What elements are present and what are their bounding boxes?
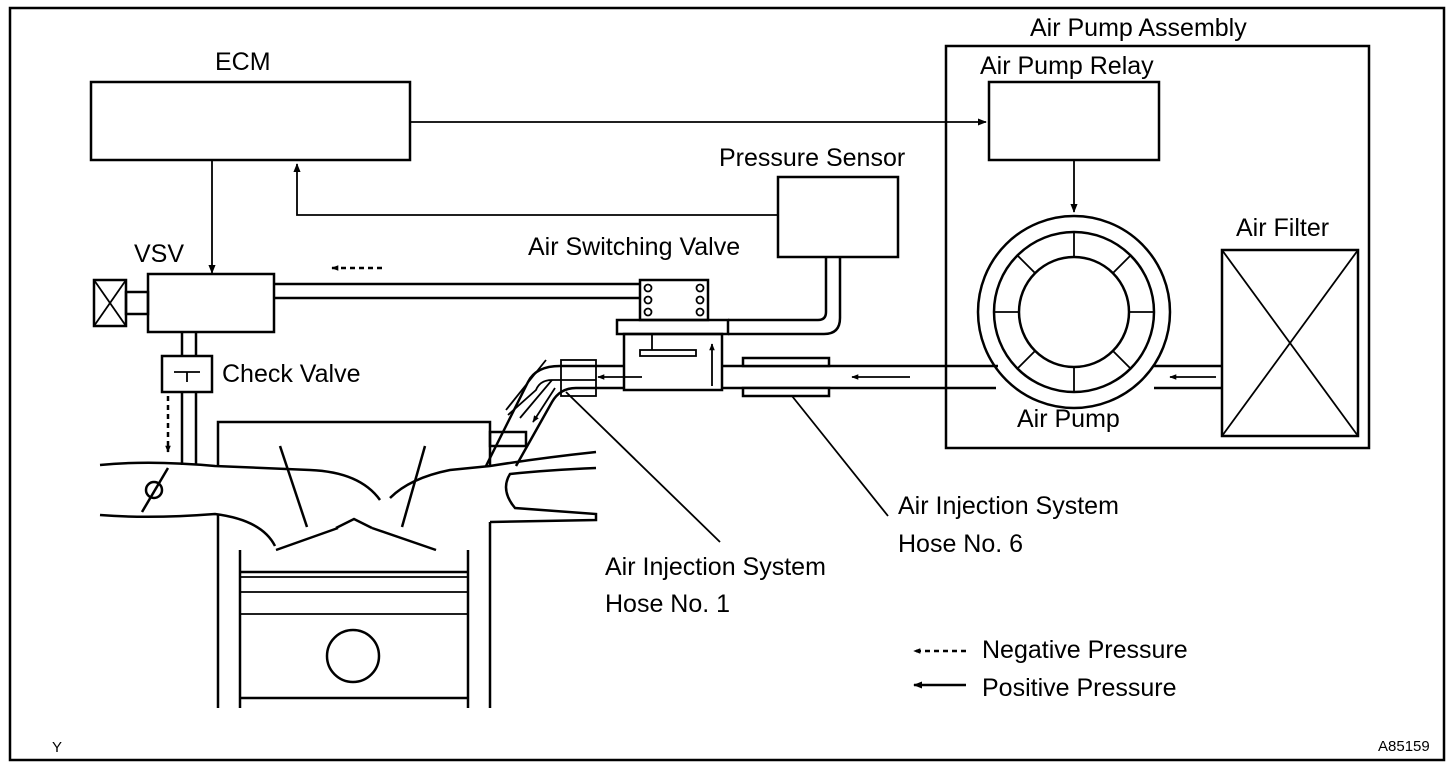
air-injection-hose-1 — [484, 359, 642, 467]
air-switching-valve — [615, 278, 730, 392]
outer-frame — [8, 6, 1446, 762]
pressure-sensor-box — [776, 175, 900, 259]
vsv-box — [92, 272, 276, 334]
air-pump-assembly-label: Air Pump Assembly — [1030, 14, 1247, 42]
air-switching-valve-label: Air Switching Valve — [528, 233, 740, 261]
air-filter-box — [1220, 248, 1360, 438]
ecm-box — [89, 80, 412, 162]
hose-6-label-line2: Hose No. 6 — [898, 530, 1023, 558]
ecm-label: ECM — [215, 48, 271, 76]
air-pump-wheel — [976, 214, 1172, 410]
vsv-label: VSV — [134, 240, 184, 268]
air-pump-relay-label: Air Pump Relay — [980, 52, 1154, 80]
legend: Negative Pressure Positive Pressure — [913, 636, 1188, 702]
air-filter-label: Air Filter — [1236, 214, 1329, 242]
check-valve-label: Check Valve — [222, 360, 361, 388]
sensor-to-ecm-line — [293, 163, 778, 216]
piston — [240, 570, 468, 700]
hose-1-leader — [565, 391, 721, 543]
filter-to-pump-pipe — [1154, 364, 1222, 390]
hose-6-label-line1: Air Injection System — [898, 492, 1119, 520]
air-pump-assembly-box — [944, 44, 1371, 450]
hose-1-label-line2: Hose No. 1 — [605, 590, 730, 618]
air-pump-relay-box — [987, 80, 1161, 162]
sensor-hose — [728, 257, 842, 336]
pump-to-valve-pipe — [722, 356, 998, 398]
corner-mark-left: Y — [52, 739, 62, 756]
valve-to-vsv-pipe — [273, 265, 640, 300]
hose-1-label-line1: Air Injection System — [605, 553, 826, 581]
legend-negative-label: Negative Pressure — [982, 636, 1188, 664]
air-pump-label: Air Pump — [1017, 405, 1120, 433]
hose-6-leader — [791, 395, 889, 517]
figure-id: A85159 — [1378, 738, 1430, 755]
legend-positive-label: Positive Pressure — [982, 674, 1177, 702]
engine-head — [99, 420, 598, 708]
pressure-sensor-label: Pressure Sensor — [719, 144, 905, 172]
check-valve — [160, 332, 214, 465]
